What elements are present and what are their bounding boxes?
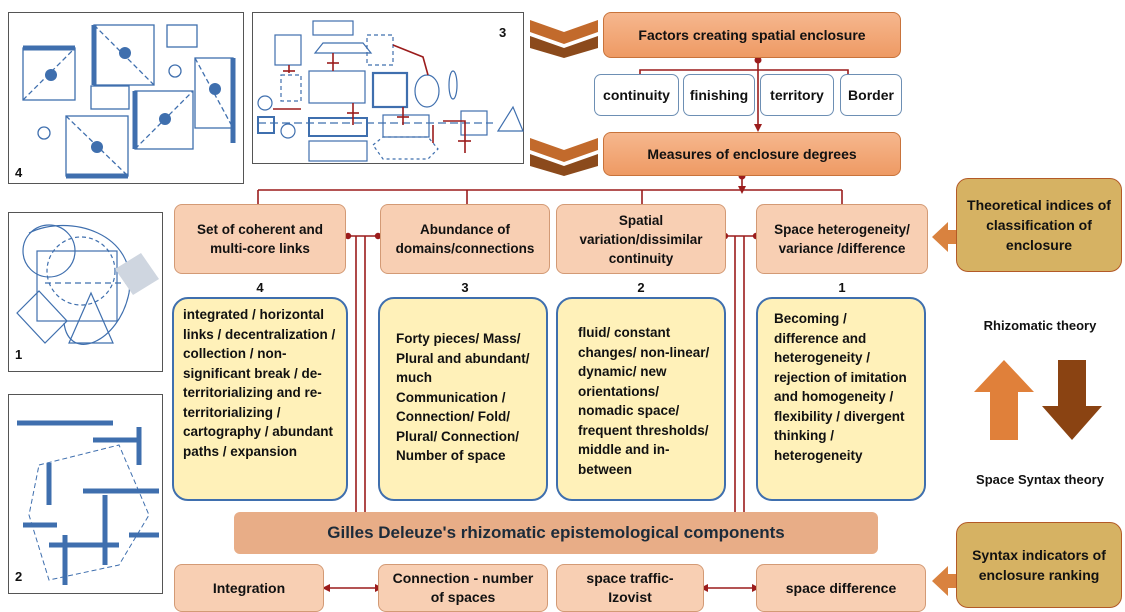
panel-number: 2 — [15, 569, 23, 584]
panel-number: 3 — [499, 25, 507, 40]
theoretical-indices-box: Theoretical indices of classification of… — [956, 178, 1122, 272]
enclosure-sketch-1 — [16, 224, 159, 345]
syntax-connection: Connection - number of spaces — [378, 564, 548, 612]
chevron-right-icon — [530, 20, 598, 58]
column-number: 1 — [838, 280, 846, 295]
thumbnail-panel-4: 4 — [8, 12, 244, 184]
arrow-left-icon — [932, 222, 962, 252]
thumbnail-panel-1: 1 — [8, 212, 163, 372]
enclosure-sketch-2 — [17, 420, 159, 585]
column-body-domains: Forty pieces/ Mass/ Plural and abundant/… — [378, 297, 548, 501]
measures-title-box: Measures of enclosure degrees — [603, 132, 901, 176]
column-number: 2 — [637, 280, 645, 295]
chevron-right-icon — [530, 138, 598, 176]
factor-border: Border — [840, 74, 902, 116]
factor-continuity: continuity — [594, 74, 679, 116]
syntax-integration: Integration — [174, 564, 324, 612]
thumbnail-panel-2: 2 — [8, 394, 163, 594]
column-title-heterogeneity: Space heterogeneity/ variance /differenc… — [756, 204, 928, 274]
deleuze-components-bar: Gilles Deleuze's rhizomatic epistemologi… — [234, 512, 878, 554]
column-title-variation: Spatial variation/dissimilar continuity — [556, 204, 726, 274]
syntax-difference: space difference — [756, 564, 926, 612]
space-syntax-theory-label: Space Syntax theory — [976, 472, 1104, 487]
panel-number: 4 — [15, 165, 23, 180]
column-number: 3 — [461, 280, 469, 295]
column-title-links: Set of coherent and multi-core links — [174, 204, 346, 274]
thumbnail-panel-3: 3 — [252, 12, 524, 164]
rhizomatic-theory-label: Rhizomatic theory — [983, 318, 1097, 333]
swap-arrows-icon — [974, 360, 1102, 440]
column-title-domains: Abundance of domains/connections — [380, 204, 550, 274]
arrow-left-icon — [932, 566, 962, 596]
column-body-heterogeneity: Becoming / difference and heterogeneity … — [756, 297, 926, 501]
factor-territory: territory — [760, 74, 834, 116]
column-body-links: integrated / horizontal links / decentra… — [172, 297, 348, 501]
syntax-indicators-box: Syntax indicators of enclosure ranking — [956, 522, 1122, 608]
panel-number: 1 — [15, 347, 23, 362]
factor-finishing: finishing — [683, 74, 755, 116]
syntax-traffic: space traffic- Izovist — [556, 564, 704, 612]
column-body-variation: fluid/ constant changes/ non-linear/ dyn… — [556, 297, 726, 501]
enclosure-sketch-4 — [22, 24, 236, 179]
enclosure-sketch-3 — [257, 20, 524, 162]
factors-title-box: Factors creating spatial enclosure — [603, 12, 901, 58]
column-number: 4 — [256, 280, 264, 295]
